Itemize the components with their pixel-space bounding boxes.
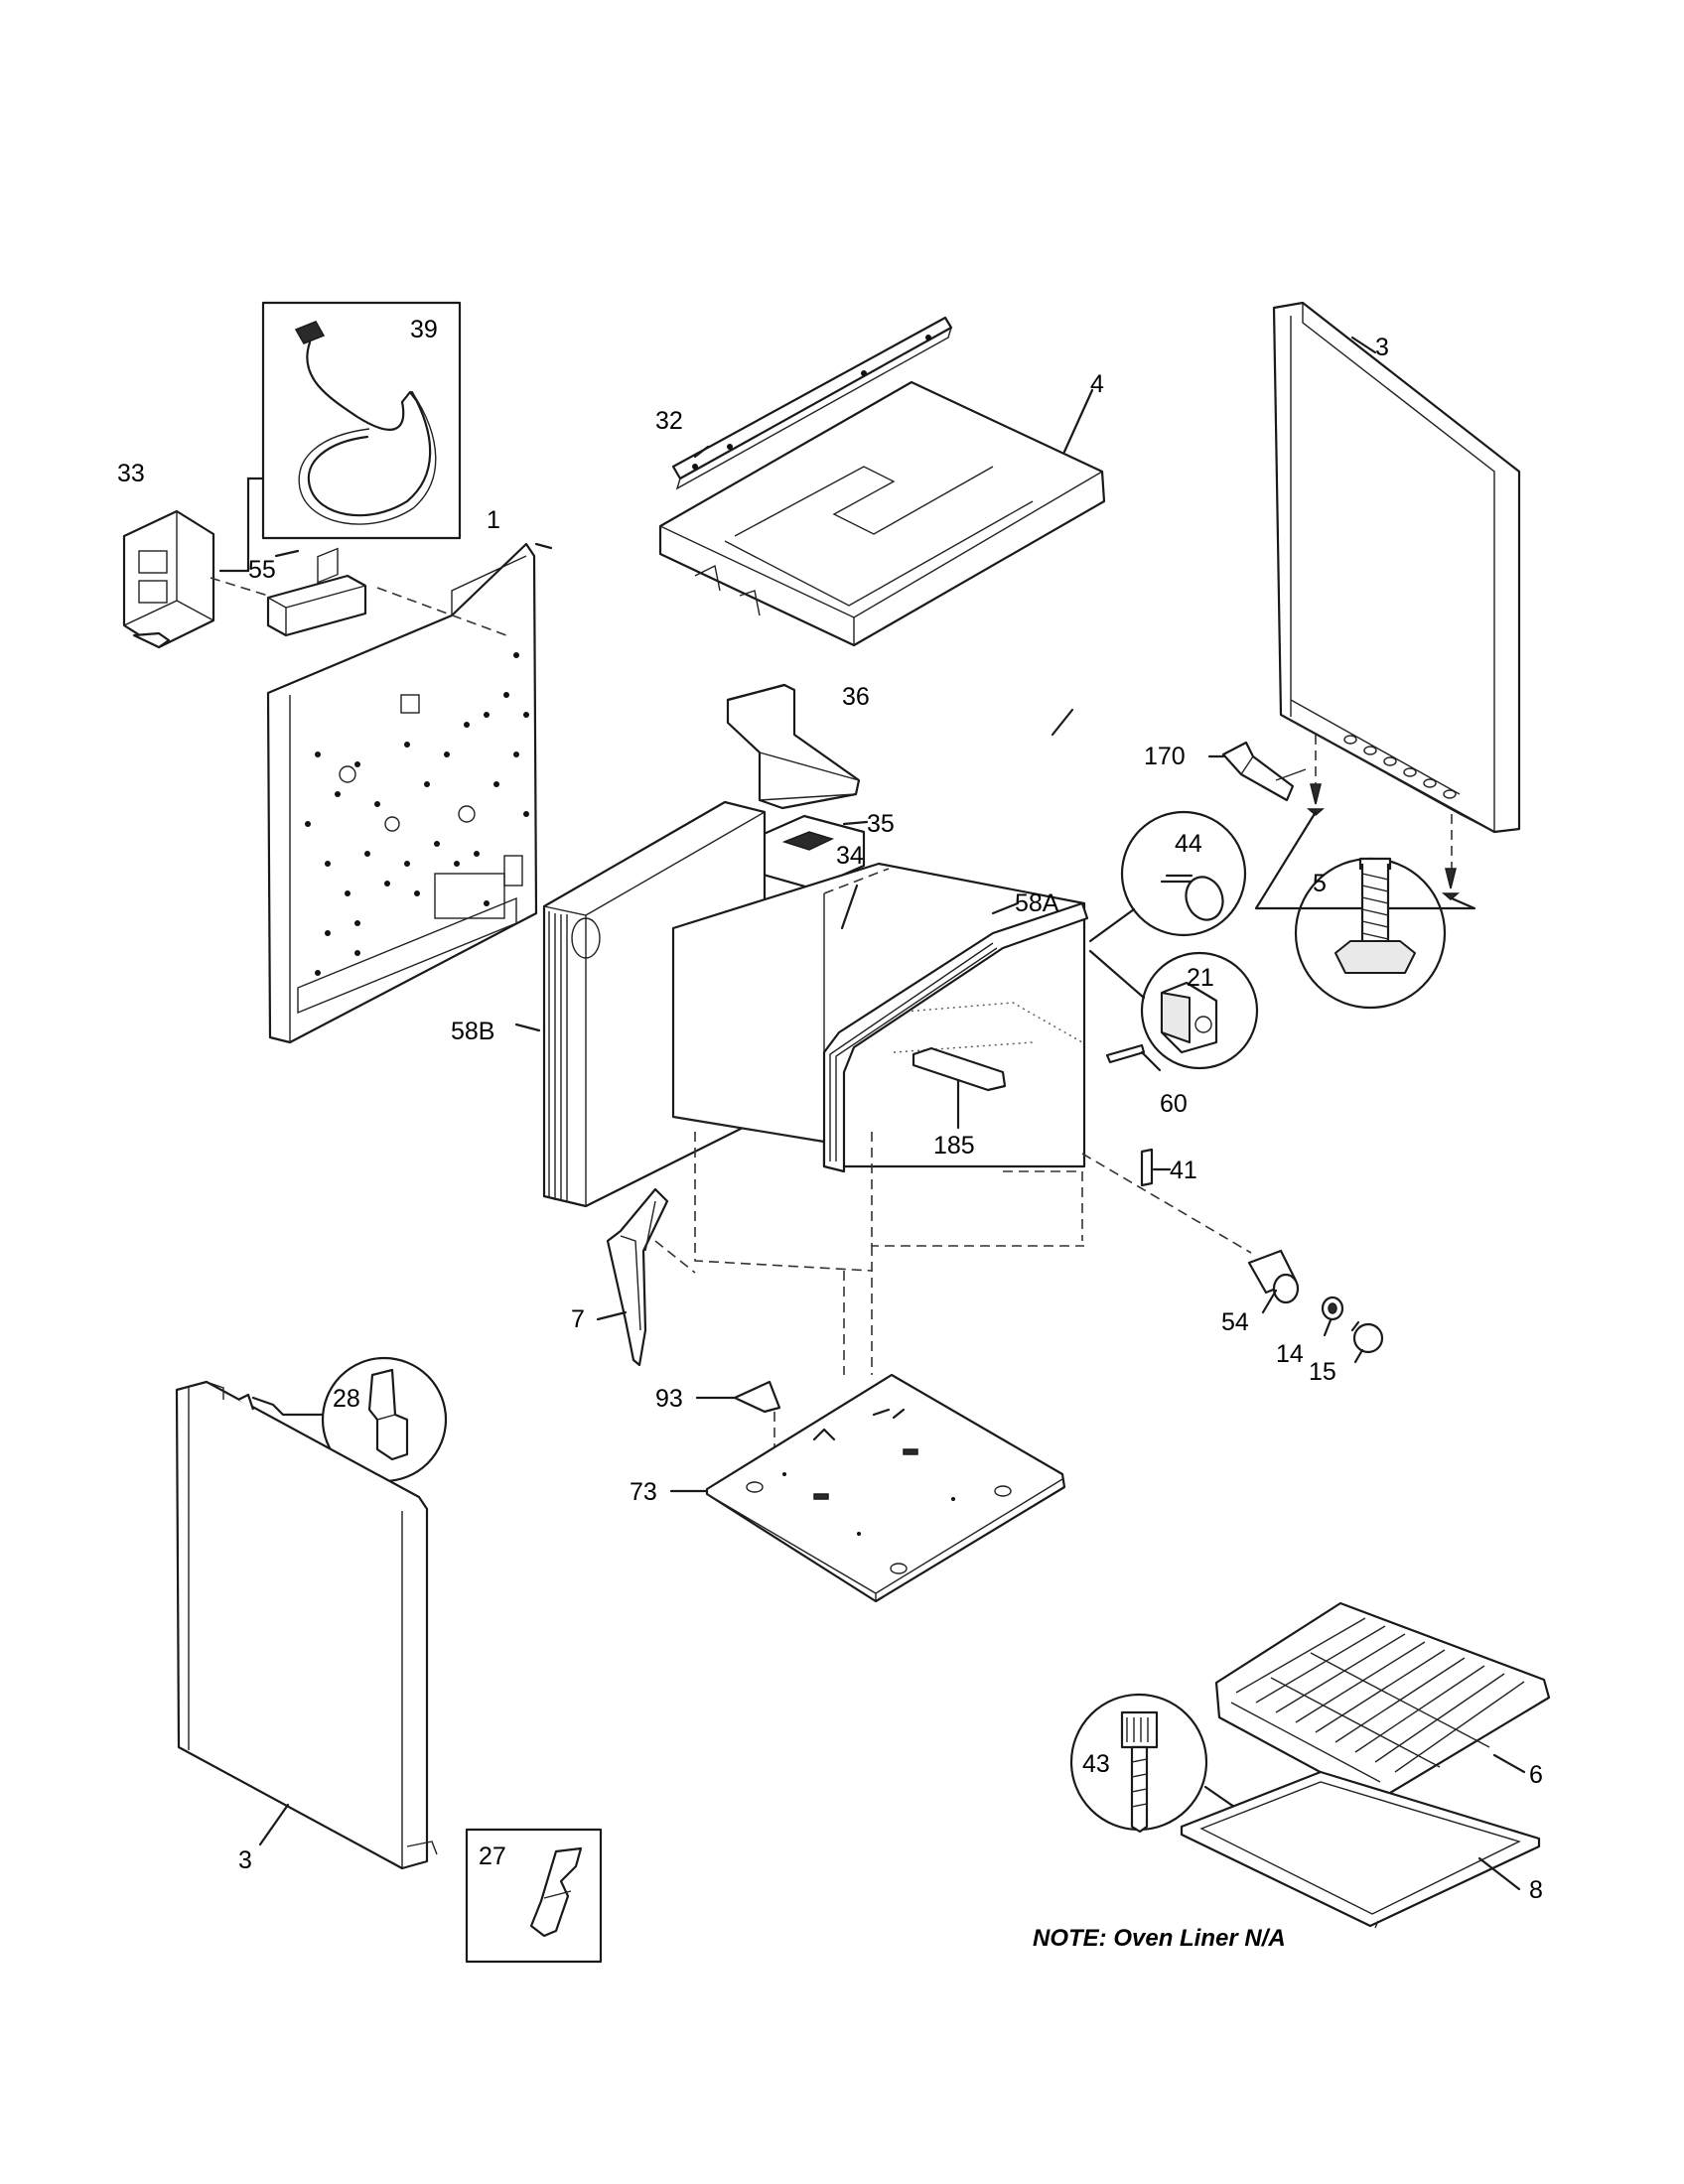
label-33: 33	[117, 460, 145, 487]
label-3-bottom: 3	[238, 1846, 252, 1874]
part-27-clip-detail	[465, 1828, 603, 1964]
label-54: 54	[1221, 1308, 1249, 1336]
part-8-oven-liner	[1180, 1770, 1541, 1929]
label-60: 60	[1160, 1090, 1188, 1118]
part-28-clip-detail	[321, 1356, 448, 1483]
part-41-clip	[1140, 1148, 1172, 1187]
label-14: 14	[1276, 1340, 1304, 1368]
part-21-clip-detail	[1140, 951, 1259, 1070]
label-27: 27	[479, 1843, 506, 1870]
part-35-gasket	[751, 814, 866, 890]
label-44: 44	[1175, 830, 1202, 858]
label-41: 41	[1170, 1157, 1197, 1184]
part-36-duct	[726, 683, 861, 810]
part-15-lamp-bulb	[1350, 1320, 1384, 1354]
label-58a: 58A	[1015, 889, 1059, 917]
part-33-junction-box	[122, 509, 215, 649]
label-15: 15	[1309, 1358, 1336, 1386]
label-39: 39	[410, 316, 438, 343]
part-3-side-panel-left	[175, 1380, 438, 1870]
part-4-top-frame	[658, 380, 1106, 647]
label-36: 36	[842, 683, 870, 711]
part-58a-top-insulation	[822, 901, 1089, 1173]
label-5: 5	[1313, 870, 1327, 897]
part-5-leveler-detail	[1294, 857, 1447, 1010]
label-28: 28	[333, 1385, 360, 1413]
part-170-bracket	[1221, 741, 1307, 802]
label-21: 21	[1187, 964, 1214, 992]
label-58b: 58B	[451, 1018, 494, 1045]
part-60-pin	[1105, 1043, 1162, 1072]
label-43: 43	[1082, 1750, 1110, 1778]
part-44-knob-detail	[1120, 810, 1247, 937]
label-7: 7	[571, 1305, 585, 1333]
part-1-back-panel	[266, 542, 538, 1044]
part-43-bolt-detail	[1069, 1693, 1208, 1834]
part-32-rail	[671, 316, 953, 490]
label-55: 55	[248, 556, 276, 584]
label-4: 4	[1090, 370, 1104, 398]
label-32: 32	[655, 407, 683, 435]
oven-liner-note: NOTE: Oven Liner N/A	[1033, 1925, 1286, 1952]
part-185-handle	[912, 1046, 1007, 1130]
part-14-lamp-base	[1321, 1296, 1344, 1321]
label-185: 185	[933, 1132, 975, 1160]
label-34: 34	[836, 842, 864, 870]
label-93: 93	[655, 1385, 683, 1413]
label-8: 8	[1529, 1876, 1543, 1904]
label-35: 35	[867, 810, 895, 838]
part-6-oven-rack	[1214, 1601, 1551, 1804]
label-6: 6	[1529, 1761, 1543, 1789]
label-170: 170	[1144, 743, 1186, 770]
label-3-top: 3	[1375, 334, 1389, 361]
part-73-bottom-panel	[705, 1373, 1066, 1603]
part-7-hinge	[606, 1187, 669, 1367]
label-1: 1	[487, 506, 500, 534]
part-54-lamp-socket	[1247, 1249, 1300, 1304]
part-93-bracket	[695, 1380, 781, 1464]
part-55-channel	[266, 574, 367, 637]
label-73: 73	[630, 1478, 657, 1506]
part-3-side-panel-right	[1272, 301, 1521, 834]
part-39-power-cord	[261, 301, 462, 540]
